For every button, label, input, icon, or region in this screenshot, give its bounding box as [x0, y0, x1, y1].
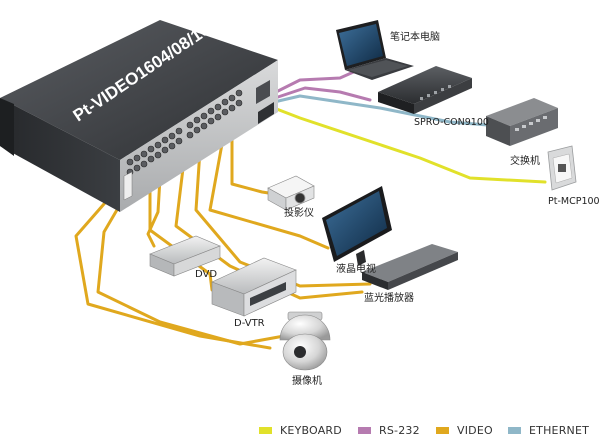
legend: KEYBOARD RS-232 VIDEO ETHERNET — [0, 423, 600, 437]
bluray-player — [362, 244, 458, 290]
video-cable-bluray — [194, 148, 372, 288]
spro-label: SPRO-CON9100 — [414, 117, 489, 128]
ethernet-cable-switch — [272, 94, 502, 128]
lcd-tv — [322, 186, 392, 266]
projector — [267, 175, 315, 211]
mcp-label: Pt-MCP100 — [548, 196, 600, 207]
legend-swatch — [259, 426, 272, 434]
rs232-cable-laptop — [268, 68, 360, 97]
legend-item-keyboard: KEYBOARD — [259, 423, 342, 437]
legend-swatch — [358, 426, 371, 434]
dvtr-recorder — [211, 257, 297, 317]
legend-label: ETHERNET — [529, 423, 590, 437]
laptop — [336, 20, 414, 80]
video-cable-bluray-2 — [174, 150, 364, 300]
video-cable-dvd — [146, 176, 162, 248]
cables — [74, 68, 547, 350]
rear-panel-connectors — [126, 89, 243, 176]
legend-item-rs232: RS-232 — [358, 423, 420, 437]
spro-controller — [378, 66, 472, 114]
legend-label: VIDEO — [457, 423, 493, 437]
video-cable-camera-2 — [74, 170, 272, 350]
rs232-cable-spro — [270, 86, 372, 102]
bluray-label: 蓝光播放器 — [364, 293, 414, 304]
legend-item-video: VIDEO — [436, 423, 493, 437]
legend-item-ethernet: ETHERNET — [508, 423, 590, 437]
video-cable-projector — [230, 138, 277, 196]
dvtr-label: D-VTR — [234, 318, 265, 329]
legend-swatch — [436, 426, 449, 434]
lcd-label: 液晶电视 — [336, 264, 376, 275]
dvd-label: DVD — [195, 269, 218, 280]
camera-label: 摄像机 — [292, 376, 322, 387]
video-cable-lcd — [208, 142, 330, 250]
dome-camera — [279, 311, 331, 371]
network-switch — [486, 98, 558, 146]
dvd-player — [149, 235, 221, 277]
keyboard-cable-mcp — [272, 106, 547, 184]
projector-label: 投影仪 — [284, 208, 314, 219]
legend-swatch — [508, 426, 521, 434]
laptop-label: 笔记本电脑 — [390, 32, 440, 43]
main-matrix-unit: Pt-VIDEO1604/08/16 — [0, 20, 278, 212]
switch-label: 交换机 — [510, 156, 540, 167]
legend-label: KEYBOARD — [280, 423, 342, 437]
legend-label: RS-232 — [379, 423, 420, 437]
mcp-panel — [547, 145, 577, 191]
